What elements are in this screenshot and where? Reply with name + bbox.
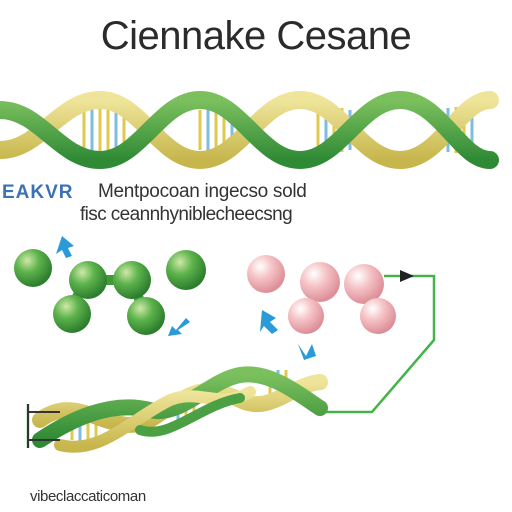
green-atom	[53, 295, 91, 333]
lower-dna-helix	[32, 366, 328, 453]
arrow-up-icon	[168, 318, 190, 336]
caption-line-1: Mentpocoan ingecso sold	[98, 181, 307, 202]
pink-atom	[300, 262, 340, 302]
top-dna-helix	[0, 90, 499, 170]
pink-molecule-cluster	[247, 255, 396, 334]
label-left: EAKVR	[2, 182, 74, 203]
left-bracket	[27, 404, 60, 448]
pink-atom	[344, 264, 384, 304]
arrow-small-icon	[298, 344, 316, 360]
green-atom	[69, 261, 107, 299]
green-atom	[113, 261, 151, 299]
diagram-title: Ciennake Cesane	[100, 14, 412, 58]
blue-arrows	[56, 236, 316, 360]
footer-label: vibeclaccaticoman	[30, 488, 146, 505]
green-atom	[14, 249, 52, 287]
lower-strand-green-2	[135, 393, 245, 437]
arrow-right-icon	[260, 310, 278, 334]
pink-atom	[288, 298, 324, 334]
arrow-down-icon	[56, 236, 74, 258]
wire-arrowhead-icon	[400, 270, 414, 282]
caption-line-2: fisc ceannhyniblecheecsng	[80, 204, 293, 225]
pink-atom	[360, 298, 396, 334]
green-atom	[166, 250, 206, 290]
pink-atom	[247, 255, 285, 293]
helix-strand-green	[0, 90, 499, 170]
green-atom	[127, 297, 165, 335]
green-molecule-cluster	[14, 249, 206, 335]
